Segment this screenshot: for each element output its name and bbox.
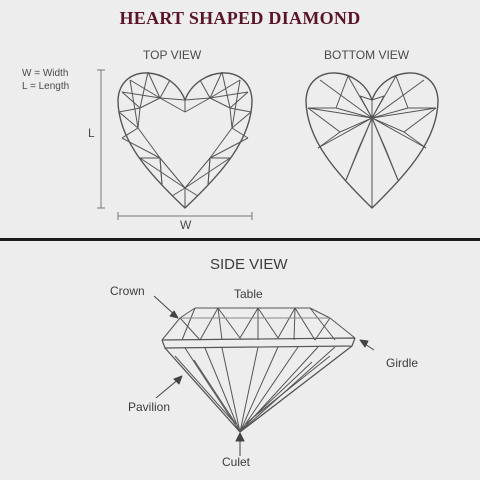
section-divider	[0, 238, 480, 241]
table-label: Table	[234, 287, 263, 301]
top-view-heart	[117, 71, 253, 209]
page-title: HEART SHAPED DIAMOND	[119, 8, 361, 28]
legend-length: L = Length	[22, 81, 70, 92]
side-view-label: SIDE VIEW	[210, 256, 288, 273]
pavilion-label: Pavilion	[128, 400, 171, 414]
side-view-arrows	[153, 295, 375, 456]
dimension-lines	[97, 69, 253, 220]
width-dimension-label: W	[180, 218, 192, 232]
bottom-view-label: BOTTOM VIEW	[324, 48, 410, 62]
bottom-view-heart	[305, 72, 439, 209]
crown-label: Crown	[110, 284, 145, 298]
legend-width: W = Width	[22, 68, 69, 79]
length-dimension-label: L	[88, 126, 95, 140]
culet-label: Culet	[222, 455, 251, 469]
side-view-diamond	[161, 307, 356, 433]
girdle-label: Girdle	[386, 356, 419, 370]
top-view-label: TOP VIEW	[143, 48, 202, 62]
